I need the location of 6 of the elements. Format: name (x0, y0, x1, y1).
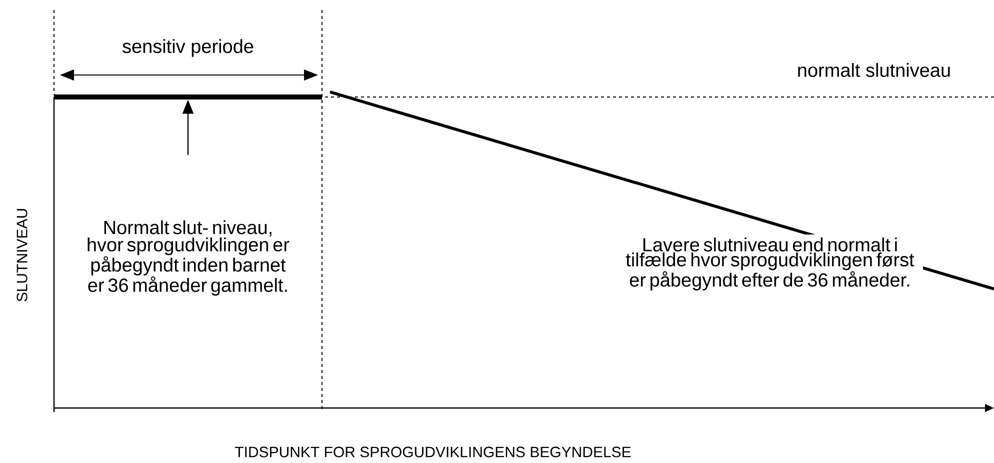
axis-title: TIDSPUNKT FOR SPROGUDVIKLINGENS BEGYNDELSE (234, 446, 631, 458)
label-text: sensitiv periode (122, 39, 254, 57)
axis-title: SLUTNIVEAU (16, 209, 28, 302)
label-text: normalt slutniveau (798, 63, 950, 77)
note-text: Normalt slut- niveau, hvor sprogudviklingen er påbegyndt inden barnet er 36 måneder gammelt. (88, 220, 290, 296)
note-text: Lavere slutniveau end normalt i tilfælde hvor sprogudviklingen først er påbegyndt efter de 36 måneder. (617, 234, 923, 294)
